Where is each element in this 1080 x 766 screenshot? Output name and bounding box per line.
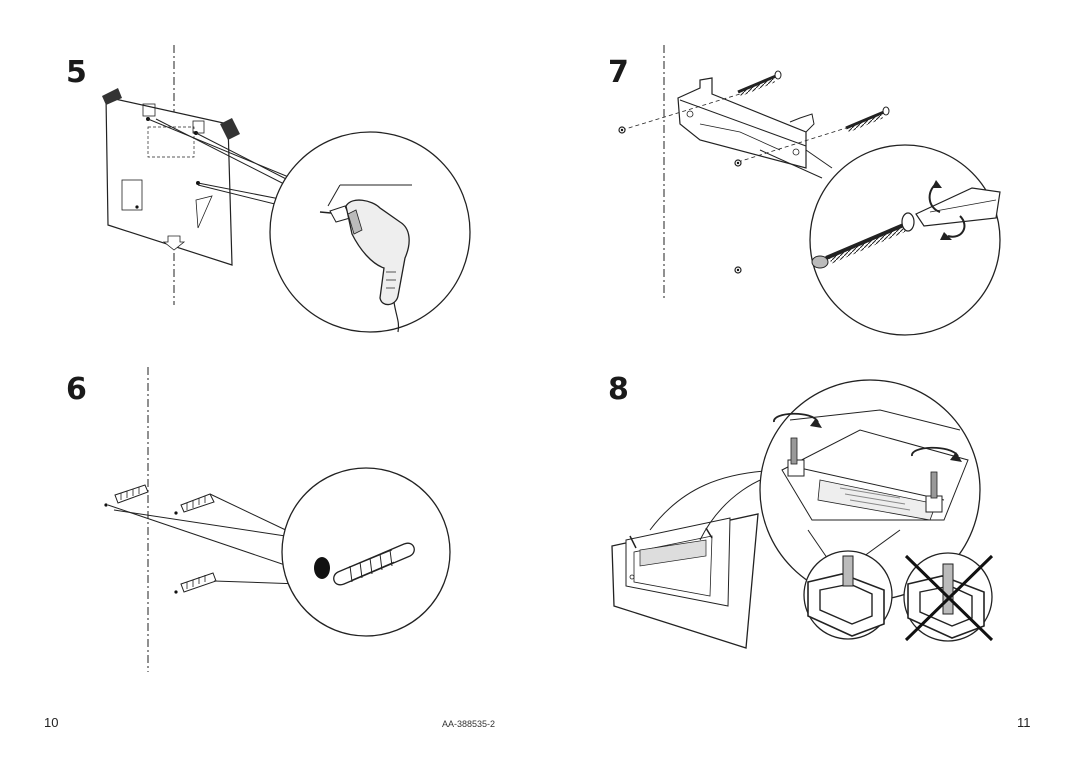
wall-plug-icon — [333, 542, 415, 586]
document-code: AA-388535-2 — [442, 719, 496, 729]
screw-detail-circle — [809, 144, 1001, 336]
step-6-illustration — [104, 367, 451, 672]
step-8-illustration — [611, 379, 994, 649]
screw-icon — [737, 70, 782, 97]
mounted-unit — [611, 513, 759, 649]
step-5-number: 5 — [66, 55, 87, 90]
left-page-number: 10 — [44, 715, 59, 730]
plug-icon — [114, 484, 149, 504]
step-7-number: 7 — [608, 55, 629, 90]
cross-icon — [904, 554, 994, 642]
screwing-icon — [811, 180, 1001, 269]
plug-icon — [180, 493, 215, 513]
drill-icon — [319, 199, 410, 333]
step-8-number: 8 — [608, 372, 629, 407]
tape-left — [102, 88, 122, 105]
plug-detail-circle — [281, 467, 451, 637]
wall-bracket — [677, 77, 815, 169]
right-page-number: 11 — [1017, 715, 1031, 730]
step-7-illustration — [618, 45, 1001, 336]
wall-hole — [314, 557, 330, 579]
plug-icon — [180, 572, 217, 593]
step-6-number: 6 — [66, 372, 87, 407]
screw-icon — [845, 106, 890, 133]
step-5-illustration — [102, 45, 471, 333]
tape-right — [220, 118, 240, 140]
